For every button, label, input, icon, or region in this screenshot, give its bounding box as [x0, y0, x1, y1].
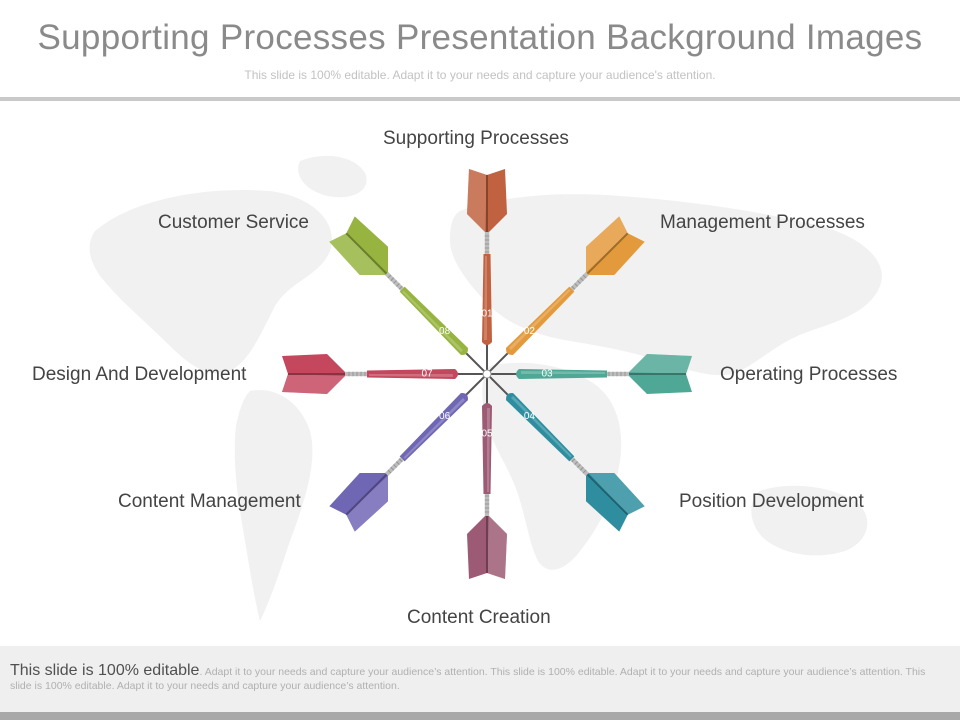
- dart-01: 01: [467, 169, 507, 370]
- dart-number-03: 03: [541, 369, 553, 380]
- dart-03: 03: [491, 354, 692, 394]
- dart-shaft: [607, 371, 629, 377]
- footer-body: . Adapt it to your needs and capture you…: [10, 666, 926, 692]
- footer-panel: This slide is 100% editable. Adapt it to…: [0, 646, 960, 712]
- label-position-development: Position Development: [679, 491, 864, 512]
- dart-shaft: [385, 272, 404, 291]
- dart-number-02: 02: [524, 326, 536, 337]
- label-customer-service: Customer Service: [158, 212, 309, 233]
- dart-number-05: 05: [481, 429, 493, 440]
- label-supporting-processes: Supporting Processes: [383, 128, 569, 149]
- dart-number-07: 07: [421, 369, 433, 380]
- label-management-processes: Management Processes: [660, 212, 865, 233]
- dart-05: 05: [467, 378, 507, 579]
- footer-text: This slide is 100% editable. Adapt it to…: [10, 662, 940, 693]
- label-content-creation: Content Creation: [407, 607, 551, 628]
- darts-diagram: 01 02 03 04 05 06 07 08 Supporting Processes Ma…: [0, 101, 960, 646]
- slide-title: Supporting Processes Presentation Backgr…: [37, 18, 923, 57]
- dart-needle: [463, 350, 485, 372]
- label-content-management: Content Management: [118, 491, 301, 512]
- dart-shaft: [385, 457, 404, 476]
- dart-needle: [489, 376, 511, 398]
- dart-07: 07: [282, 354, 483, 394]
- bottom-bar: [0, 712, 960, 720]
- dart-barrel: [399, 286, 468, 355]
- dart-needle: [489, 350, 511, 372]
- dart-06: 06: [329, 376, 485, 532]
- slide-subtitle: This slide is 100% editable. Adapt it to…: [244, 68, 716, 82]
- dart-hub: [482, 369, 492, 379]
- dart-number-06: 06: [439, 411, 451, 422]
- label-operating-processes: Operating Processes: [720, 364, 898, 385]
- dart-08: 08: [329, 216, 485, 372]
- footer-lead: This slide is 100% editable: [10, 662, 200, 679]
- dart-shaft: [484, 494, 490, 516]
- dart-number-08: 08: [439, 326, 451, 337]
- dart-02: 02: [489, 216, 645, 372]
- darts-graphic: 01 02 03 04 05 06 07 08: [89, 155, 882, 621]
- dart-shaft: [484, 232, 490, 254]
- dart-shaft: [345, 371, 367, 377]
- header-divider: [0, 97, 960, 101]
- world-map-background: [89, 155, 882, 621]
- dart-needle: [463, 376, 485, 398]
- dart-number-01: 01: [481, 309, 493, 320]
- label-design-and-development: Design And Development: [32, 364, 247, 385]
- dart-number-04: 04: [524, 411, 536, 422]
- dart-04: 04: [489, 376, 645, 532]
